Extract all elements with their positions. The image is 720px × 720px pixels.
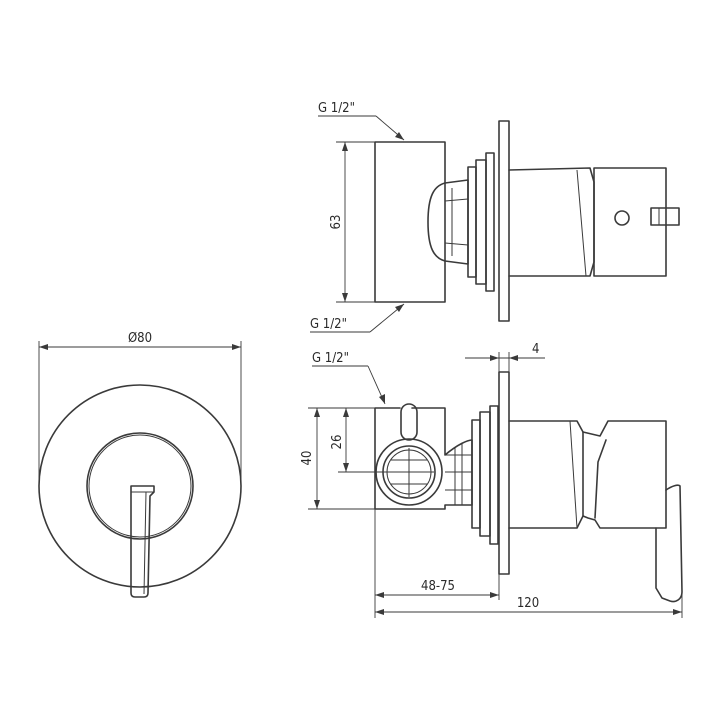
front-view: Ø80	[38, 331, 242, 598]
top-view-cartridge	[593, 167, 667, 277]
cover-plate-ring-inner	[88, 434, 192, 538]
side-connection-label: G 1/2"	[312, 351, 349, 366]
install-depth-label: 48-75	[421, 579, 455, 594]
top-connection-upper-label: G 1/2"	[318, 101, 355, 116]
top-view: 63 G 1/2" G 1/2"	[310, 101, 680, 333]
top-view-body	[374, 141, 446, 303]
top-view-wall-flange	[498, 120, 510, 322]
side-view: 4 G 1/2" 40 26 48-75 120	[300, 342, 683, 618]
top-connection-lower-label: G 1/2"	[310, 317, 347, 332]
cover-plate-ring	[86, 432, 194, 540]
top-view-flange-ring	[467, 166, 477, 278]
side-lever	[655, 484, 683, 603]
outlet-height-label: 26	[330, 435, 345, 450]
top-view-neck	[444, 179, 469, 265]
lever-handle	[130, 485, 155, 598]
body-height-label: 40	[300, 451, 315, 466]
lever-handle-edge	[143, 491, 147, 595]
top-height-label: 63	[329, 215, 344, 230]
total-length-label: 120	[517, 596, 539, 611]
side-wall-flange	[498, 371, 510, 575]
side-stop-pin	[400, 403, 418, 441]
flange-thickness-label: 4	[532, 342, 539, 357]
diameter-label: Ø80	[128, 331, 152, 346]
